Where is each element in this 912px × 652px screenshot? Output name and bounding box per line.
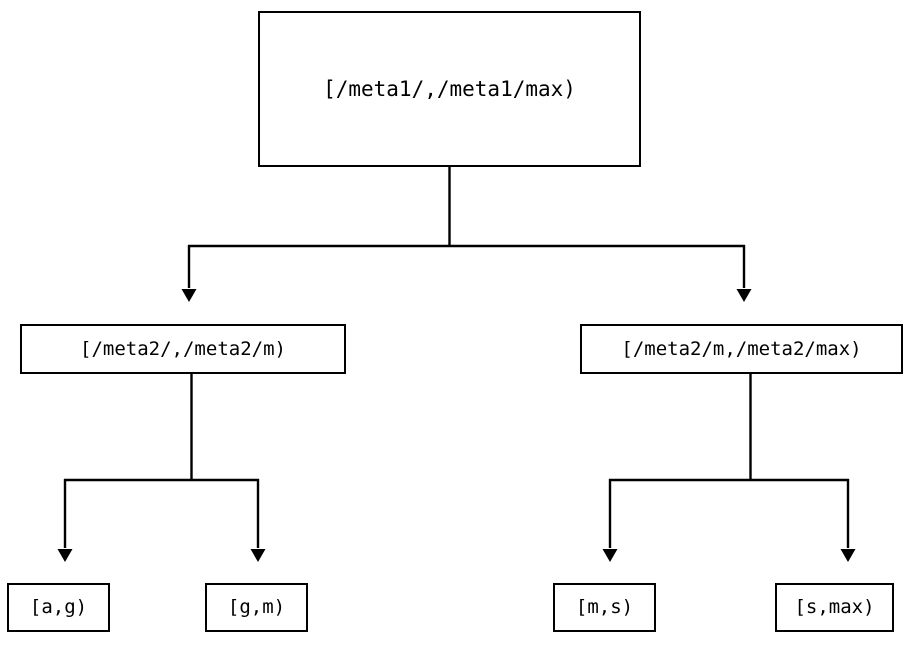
- tree-leaf-g-m[interactable]: [g,m): [205, 583, 308, 632]
- tree-leaf-a-g[interactable]: [a,g): [7, 583, 110, 632]
- tree-leaf-s-max-label: [s,max): [794, 596, 875, 618]
- arrowhead-to-right-node: [736, 289, 752, 302]
- tree-leaf-m-s-label: [m,s): [575, 596, 634, 618]
- arrowhead-to-left-node: [181, 289, 197, 302]
- tree-leaf-g-m-label: [g,m): [227, 596, 286, 618]
- tree-leaf-a-g-label: [a,g): [29, 596, 88, 618]
- tree-node-left[interactable]: [/meta2/,/meta2/m): [20, 324, 346, 374]
- tree-leaf-s-max[interactable]: [s,max): [775, 583, 894, 632]
- edge-left-to-leaves: [57, 374, 266, 562]
- arrowhead-to-leaf-ms: [602, 549, 618, 562]
- tree-node-root-label: [/meta1/,/meta1/max): [323, 76, 576, 101]
- edge-root-to-level1: [181, 167, 752, 302]
- tree-node-right-label: [/meta2/m,/meta2/max): [621, 337, 862, 360]
- arrowhead-to-leaf-smax: [840, 549, 856, 562]
- tree-leaf-m-s[interactable]: [m,s): [553, 583, 656, 632]
- tree-node-right[interactable]: [/meta2/m,/meta2/max): [580, 324, 903, 374]
- arrowhead-to-leaf-ag: [57, 549, 73, 562]
- tree-node-root[interactable]: [/meta1/,/meta1/max): [258, 11, 641, 167]
- edge-right-to-leaves: [602, 374, 856, 562]
- arrowhead-to-leaf-gm: [250, 549, 266, 562]
- tree-node-left-label: [/meta2/,/meta2/m): [80, 337, 286, 360]
